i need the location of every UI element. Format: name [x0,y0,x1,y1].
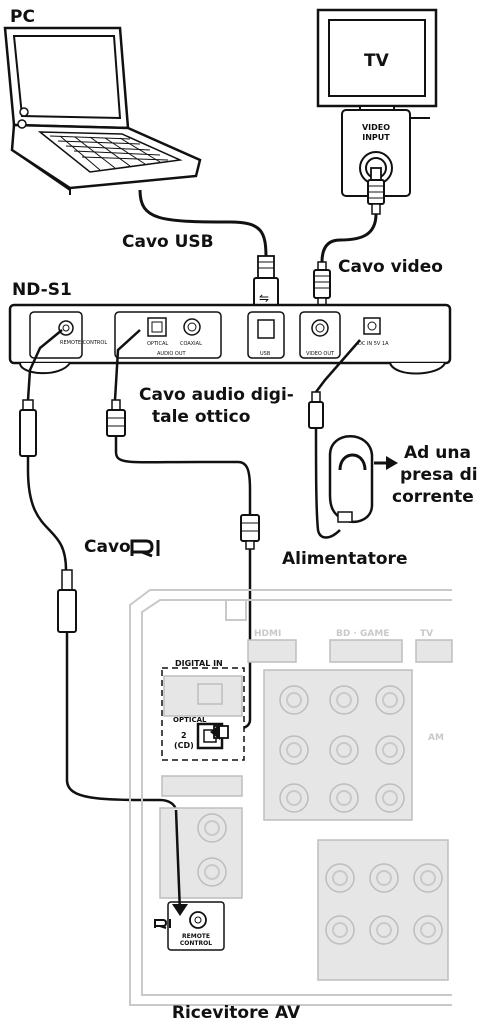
receiver-input2-label-line1: 2 [181,731,187,740]
device-dc-in-label: DC IN 5V 1A [358,341,389,347]
device-video-out-label: VIDEO OUT [306,351,335,357]
receiver-label: Ricevitore AV [172,1003,301,1023]
receiver-optical-label: OPTICAL [173,716,207,724]
av-receiver-rear-panel: HDMI BD · GAME TV AM [129,589,453,1006]
svg-text:AM: AM [428,733,444,743]
ri-plug-top [19,399,37,470]
svg-text:TV: TV [420,629,433,639]
optical-plug-top [106,399,126,437]
receiver-digital-in-label: DIGITAL IN [175,659,223,668]
video-plug-bottom [313,261,331,318]
tv-video-input-label-line1: VIDEO [362,123,390,132]
outlet-label-line1: Ad una [404,443,471,463]
tv-illustration [316,8,438,197]
svg-text:HDMI: HDMI [254,629,281,639]
device-audio-out-label: AUDIO OUT [157,351,187,357]
svg-text:BD · GAME: BD · GAME [336,629,389,639]
device-label: ND-S1 [12,280,72,300]
video-cable-label: Cavo video [338,257,443,277]
power-adapter-label: Alimentatore [282,549,407,569]
tv-video-input-label-line2: INPUT [362,133,390,142]
usb-cable-label: Cavo USB [122,232,214,252]
svg-text:⇋: ⇋ [259,291,269,305]
device-usb-label: USB [260,351,271,357]
receiver-input2-label-line2: (CD) [174,741,194,750]
nd-s1-device: REMOTE CONTROL OPTICAL COAXIAL AUDIO OUT… [8,303,452,375]
optical-plug-receiver [210,724,229,740]
ri-logo-icon [130,539,160,558]
device-optical-label: OPTICAL [147,341,168,347]
laptop-illustration [3,26,202,195]
video-plug-top [367,167,385,215]
device-coaxial-label: COAXIAL [180,341,202,347]
optical-cable-label-line2: tale ottico [152,407,250,427]
tv-label: TV [364,51,390,71]
optical-plug-bottom [240,514,260,550]
ri-plug-bottom [57,569,77,645]
optical-cable-label-line1: Cavo audio digi- [139,385,294,405]
outlet-label-line3: corrente [392,487,474,507]
dc-plug [308,391,324,429]
power-adapter [328,435,374,524]
receiver-remote-label-line1: REMOTE [182,933,210,940]
ri-cable-label: Cavo [84,537,131,557]
receiver-remote-label-line2: CONTROL [180,940,212,947]
pc-label: PC [10,7,35,27]
outlet-label-line2: presa di [400,465,478,485]
device-remote-label: REMOTE CONTROL [60,340,107,346]
